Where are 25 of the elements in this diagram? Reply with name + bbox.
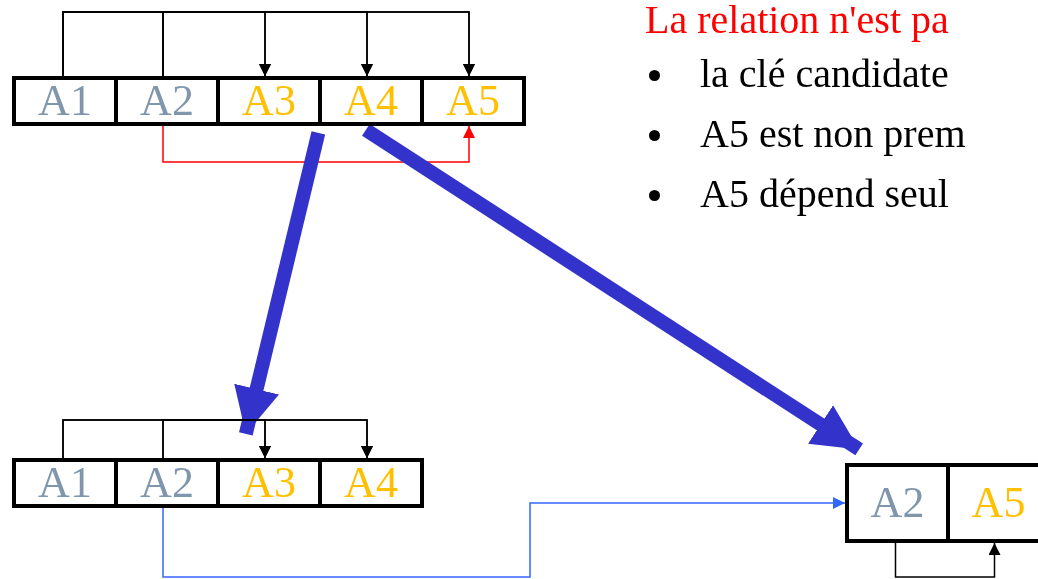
attribute-cell: A4 bbox=[318, 462, 420, 504]
attribute-cell: A3 bbox=[216, 80, 318, 122]
relation-table bbox=[845, 463, 1038, 543]
attribute-cell: A1 bbox=[16, 462, 114, 504]
attribute-cell: A5 bbox=[946, 467, 1038, 539]
attribute-cell: A2 bbox=[114, 462, 216, 504]
arrow bbox=[162, 419, 373, 459]
arrow bbox=[162, 497, 846, 578]
bullet-text: A5 est non prem bbox=[700, 111, 966, 156]
arrow bbox=[234, 131, 326, 436]
attribute-cell: A2 bbox=[114, 80, 216, 122]
attribute-cell: A4 bbox=[318, 80, 420, 122]
attribute-cell: A5 bbox=[420, 80, 522, 122]
arrow bbox=[894, 542, 1001, 578]
arrow bbox=[162, 125, 475, 163]
attribute-cell: A2 bbox=[849, 467, 946, 539]
relation-table bbox=[12, 458, 424, 508]
attribute-cell: A3 bbox=[216, 462, 318, 504]
bullet-text: la clé candidate bbox=[700, 51, 949, 96]
arrow bbox=[362, 123, 863, 456]
relation-table bbox=[12, 76, 526, 126]
attribute-cell: A1 bbox=[16, 80, 114, 122]
title-text: La relation n'est pa bbox=[645, 0, 949, 44]
bullet-text: A5 dépend seul bbox=[700, 171, 949, 216]
arrow bbox=[162, 11, 475, 77]
